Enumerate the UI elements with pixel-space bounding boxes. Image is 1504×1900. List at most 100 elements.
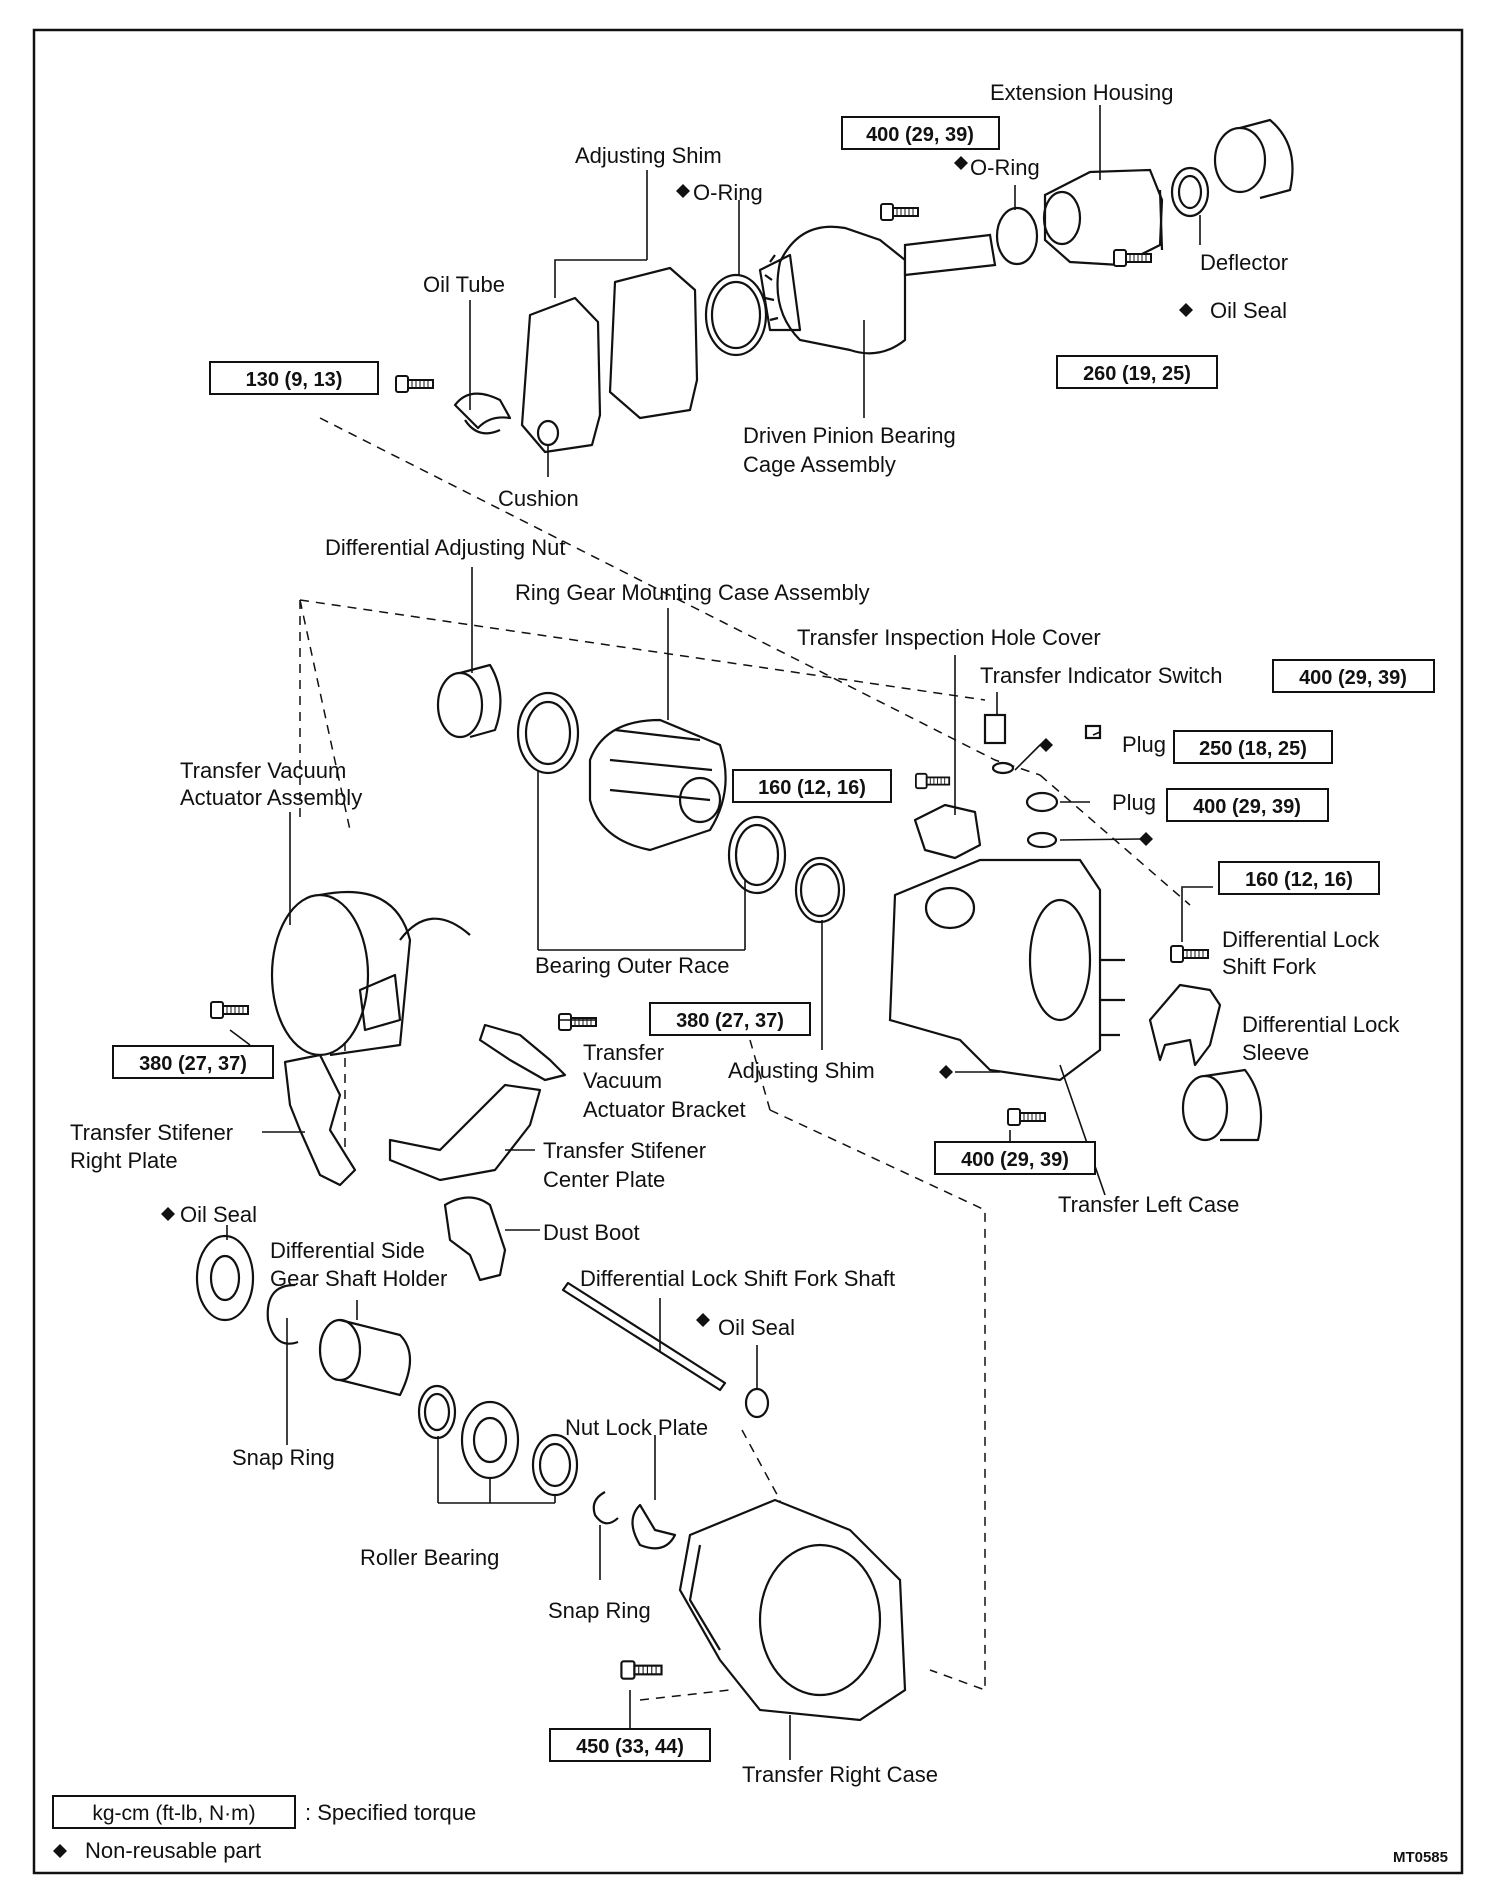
torque-box-380-bracket — [649, 1002, 811, 1036]
bolt-130-part — [395, 375, 434, 393]
label-bracket-2: Vacuum — [583, 1068, 662, 1093]
diamond-icon — [161, 1207, 175, 1221]
oil-seal-left-part — [195, 1234, 255, 1322]
torque-box-160-fork — [1218, 861, 1380, 895]
transfer-right-case-part — [678, 1498, 907, 1722]
torque-box-400-drain — [934, 1141, 1096, 1175]
snap-ring-part-1 — [266, 1283, 299, 1345]
roller-bearing-part-1 — [417, 1384, 457, 1440]
oil-seal-lower-part — [744, 1387, 770, 1419]
torque-box-250-plug — [1173, 730, 1333, 764]
roller-bearing-part-2 — [460, 1400, 520, 1480]
oil-seal-top-part — [1170, 166, 1210, 218]
label-roller-bearing: Roller Bearing — [360, 1545, 499, 1570]
torque-value-400-switch: 400 (29, 39) — [1299, 667, 1407, 689]
diagram-frame — [32, 28, 1464, 1875]
bearing-outer-race-part-2 — [727, 815, 787, 895]
diamond-icon — [53, 1844, 67, 1858]
snap-ring-part-2 — [592, 1491, 619, 1525]
side-gear-holder-part — [318, 1318, 411, 1397]
label-deflector: Deflector — [1200, 250, 1288, 275]
cushion-part — [536, 419, 560, 447]
label-snap-ring-2: Snap Ring — [548, 1598, 651, 1623]
extension-housing-part — [1042, 168, 1164, 267]
label-bracket-1: Transfer — [583, 1040, 664, 1065]
o-ring-part-2 — [995, 206, 1039, 266]
label-oil-seal-left: Oil Seal — [180, 1202, 257, 1227]
torque-box-130 — [209, 361, 379, 395]
label-stiffener-center-1: Transfer Stifener — [543, 1138, 706, 1163]
label-extension-housing: Extension Housing — [990, 80, 1173, 105]
label-oil-seal-lower: Oil Seal — [718, 1315, 795, 1340]
label-stiffener-center-2: Center Plate — [543, 1167, 665, 1192]
label-dust-boot: Dust Boot — [543, 1220, 640, 1245]
ring-gear-case-part — [588, 718, 727, 852]
diamond-icon — [676, 184, 690, 198]
torque-value-380-actuator: 380 (27, 37) — [139, 1053, 247, 1075]
label-adjusting-shim-top: Adjusting Shim — [575, 143, 722, 168]
figure-code: MT0585 — [1393, 1849, 1448, 1866]
torque-value-380-bracket: 380 (27, 37) — [676, 1010, 784, 1032]
o-ring-part-1 — [704, 273, 768, 357]
fork-shaft-part — [561, 1281, 727, 1392]
diamond-icon — [1179, 303, 1193, 317]
label-inspection-cover: Transfer Inspection Hole Cover — [797, 625, 1101, 650]
bolt-160-fork-part — [1170, 945, 1209, 963]
adjusting-shim-mid-part — [794, 856, 846, 924]
torque-value-130: 130 (9, 13) — [246, 369, 343, 391]
actuator-bracket-part — [478, 1023, 567, 1082]
label-oil-seal-top: Oil Seal — [1210, 298, 1287, 323]
label-nut-lock-plate: Nut Lock Plate — [565, 1415, 708, 1440]
torque-value-400-top: 400 (29, 39) — [866, 124, 974, 146]
label-adjusting-shim-mid: Adjusting Shim — [728, 1058, 875, 1083]
plug-250-part-shape — [1084, 724, 1102, 740]
label-plug-2: Plug — [1112, 790, 1156, 815]
transfer-left-case-part — [888, 858, 1125, 1082]
label-diff-lock-sleeve-1: Differential Lock — [1242, 1012, 1400, 1037]
vacuum-actuator-part — [270, 890, 471, 1057]
label-side-gear-holder-1: Differential Side — [270, 1238, 425, 1263]
torque-box-400-switch — [1272, 659, 1435, 693]
legend-unit-description: : Specified torque — [305, 1800, 476, 1825]
torque-boxes: 400 (29, 39) 130 (9, 13) 260 (19, 25) 40… — [112, 116, 1435, 1762]
torque-box-400-plug — [1166, 788, 1329, 822]
label-bracket-3: Actuator Bracket — [583, 1097, 746, 1122]
label-driven-pinion-2: Cage Assembly — [743, 452, 896, 477]
torque-value-160-fork: 160 (12, 16) — [1245, 869, 1353, 891]
label-vacuum-actuator-2: Actuator Assembly — [180, 785, 362, 810]
legend-unit-label: kg-cm (ft-lb, N·m) — [92, 1802, 255, 1825]
bolt-380-bracket-part — [558, 1013, 597, 1031]
part-labels: Extension Housing Adjusting Shim O-Ring … — [70, 80, 1400, 1787]
label-stiffener-right-1: Transfer Stifener — [70, 1120, 233, 1145]
legend: kg-cm (ft-lb, N·m) : Specified torque No… — [52, 1795, 1448, 1866]
torque-value-450: 450 (33, 44) — [576, 1736, 684, 1758]
label-left-case: Transfer Left Case — [1058, 1192, 1239, 1217]
bolt-400-top-part — [880, 203, 919, 221]
legend-non-reusable: Non-reusable part — [85, 1838, 261, 1863]
non-reusable-markers — [53, 156, 1193, 1858]
diamond-icon — [1039, 738, 1053, 752]
diamond-icon — [954, 156, 968, 170]
adjusting-shim-gasket-1 — [520, 296, 602, 454]
legend-unit-box — [52, 1795, 296, 1829]
torque-box-260 — [1056, 355, 1218, 389]
bolt-380-actuator-part — [210, 1001, 249, 1019]
torque-box-450 — [549, 1728, 711, 1762]
label-cushion: Cushion — [498, 486, 579, 511]
label-plug-1: Plug — [1122, 732, 1166, 757]
label-ring-gear-case: Ring Gear Mounting Case Assembly — [515, 580, 870, 605]
dust-boot-part — [443, 1196, 507, 1282]
label-o-ring-1: O-Ring — [693, 180, 763, 205]
bearing-outer-race-part-1 — [516, 691, 580, 775]
label-driven-pinion-1: Driven Pinion Bearing — [743, 423, 956, 448]
deflector-part — [1213, 118, 1294, 200]
torque-value-400-drain: 400 (29, 39) — [961, 1149, 1069, 1171]
label-diff-lock-fork-2: Shift Fork — [1222, 954, 1317, 979]
label-diff-adjusting-nut: Differential Adjusting Nut — [325, 535, 566, 560]
torque-value-250-plug: 250 (18, 25) — [1199, 738, 1307, 760]
torque-value-160-cover: 160 (12, 16) — [758, 777, 866, 799]
torque-value-260: 260 (19, 25) — [1083, 363, 1191, 385]
label-snap-ring-1: Snap Ring — [232, 1445, 335, 1470]
diamond-icon — [939, 1065, 953, 1079]
